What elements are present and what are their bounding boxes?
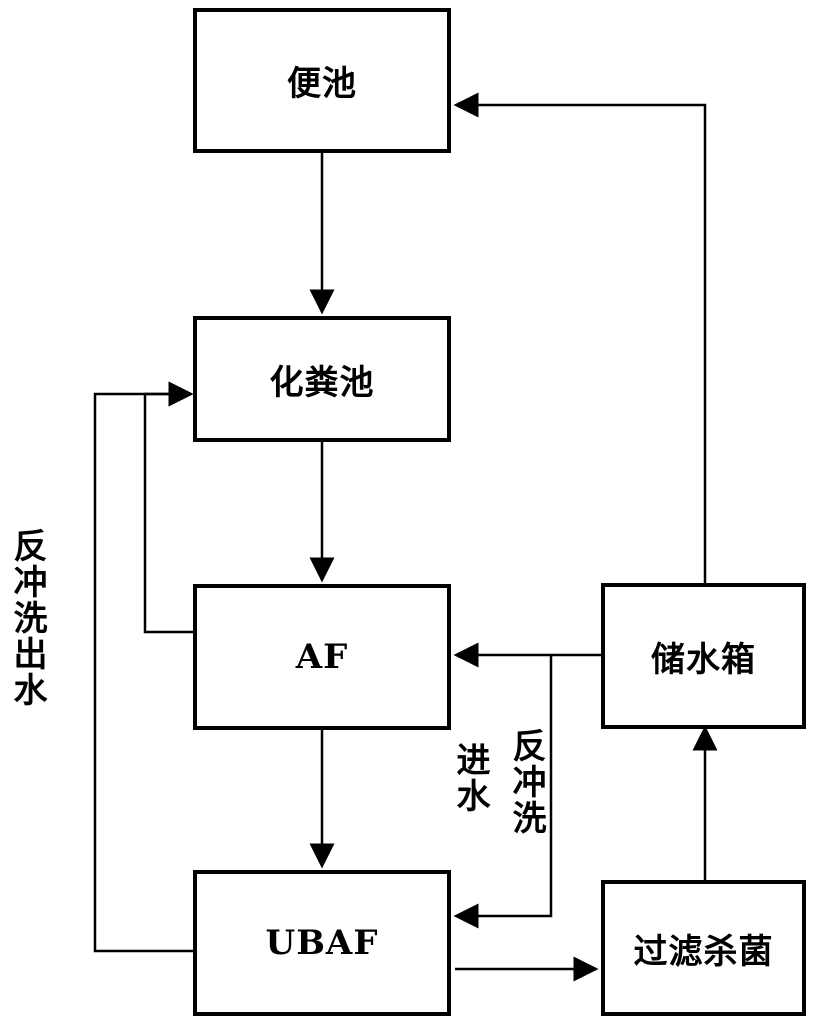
node-septic-tank-label: 化粪池 <box>269 362 375 403</box>
node-toilet: 便池 <box>193 8 451 153</box>
node-filter: 过滤杀菌 <box>601 880 806 1016</box>
node-af-label: AF <box>295 637 349 677</box>
node-septic-tank: 化粪池 <box>193 316 451 442</box>
node-ubaf-label: UBAF <box>265 923 379 963</box>
label-backwash-outflow: 反冲洗出水 <box>7 528 47 708</box>
arrow-tank-to-toilet <box>453 92 707 583</box>
arrow-ubaf-backwash-to-septic <box>93 381 195 953</box>
node-af: AF <box>193 584 451 730</box>
arrow-tank-backwash-to-ubaf <box>453 655 553 929</box>
label-backwash: 反冲洗 <box>506 728 546 836</box>
node-toilet-label: 便池 <box>287 64 357 104</box>
arrow-af-to-septic <box>143 381 195 634</box>
node-water-tank: 储水箱 <box>601 583 806 729</box>
node-ubaf: UBAF <box>193 870 451 1016</box>
label-inflow: 进水 <box>450 742 490 814</box>
node-filter-label: 过滤杀菌 <box>633 931 774 972</box>
node-water-tank-label: 储水箱 <box>651 639 756 680</box>
